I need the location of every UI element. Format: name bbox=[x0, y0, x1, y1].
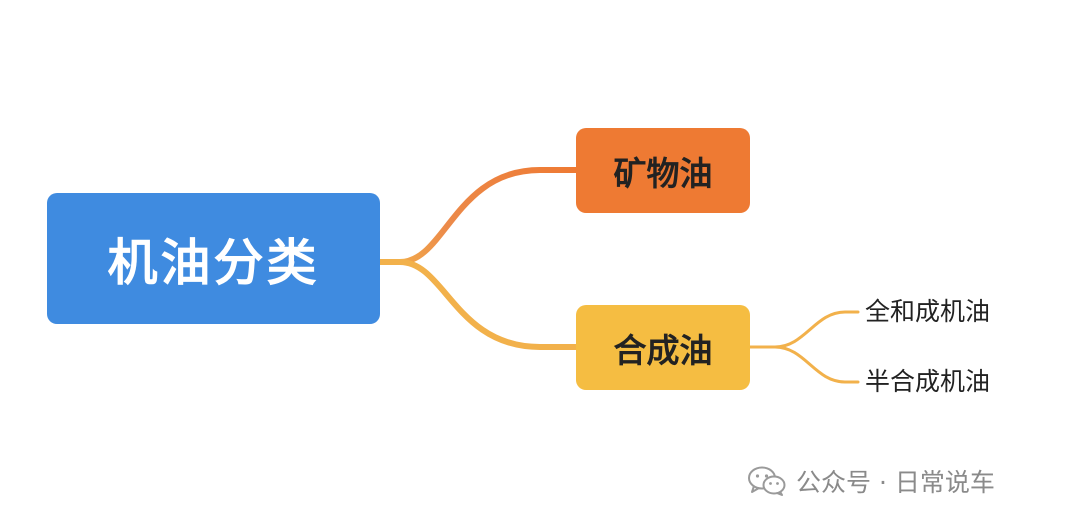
connector-root-synthetic bbox=[377, 259, 579, 350]
leaf-full-synthetic: 全和成机油 bbox=[865, 297, 991, 326]
root-label: 机油分类 bbox=[107, 233, 320, 292]
watermark: 公众号 · 日常说车 bbox=[748, 463, 995, 499]
connector-synthetic-full bbox=[748, 310, 860, 349]
branch-label-synthetic-oil: 合成油 bbox=[613, 330, 713, 370]
leaf-semi-synthetic: 半合成机油 bbox=[865, 367, 991, 396]
wechat-icon bbox=[748, 466, 786, 496]
root-node: 机油分类 bbox=[47, 193, 380, 324]
watermark-text: 公众号 · 日常说车 bbox=[796, 468, 995, 497]
branch-label-mineral-oil: 矿物油 bbox=[613, 153, 713, 193]
connector-root-mineral bbox=[377, 167, 579, 265]
branch-node-mineral-oil: 矿物油 bbox=[576, 128, 750, 213]
connector-synthetic-semi bbox=[748, 345, 860, 384]
branch-node-synthetic-oil: 合成油 bbox=[576, 305, 750, 390]
